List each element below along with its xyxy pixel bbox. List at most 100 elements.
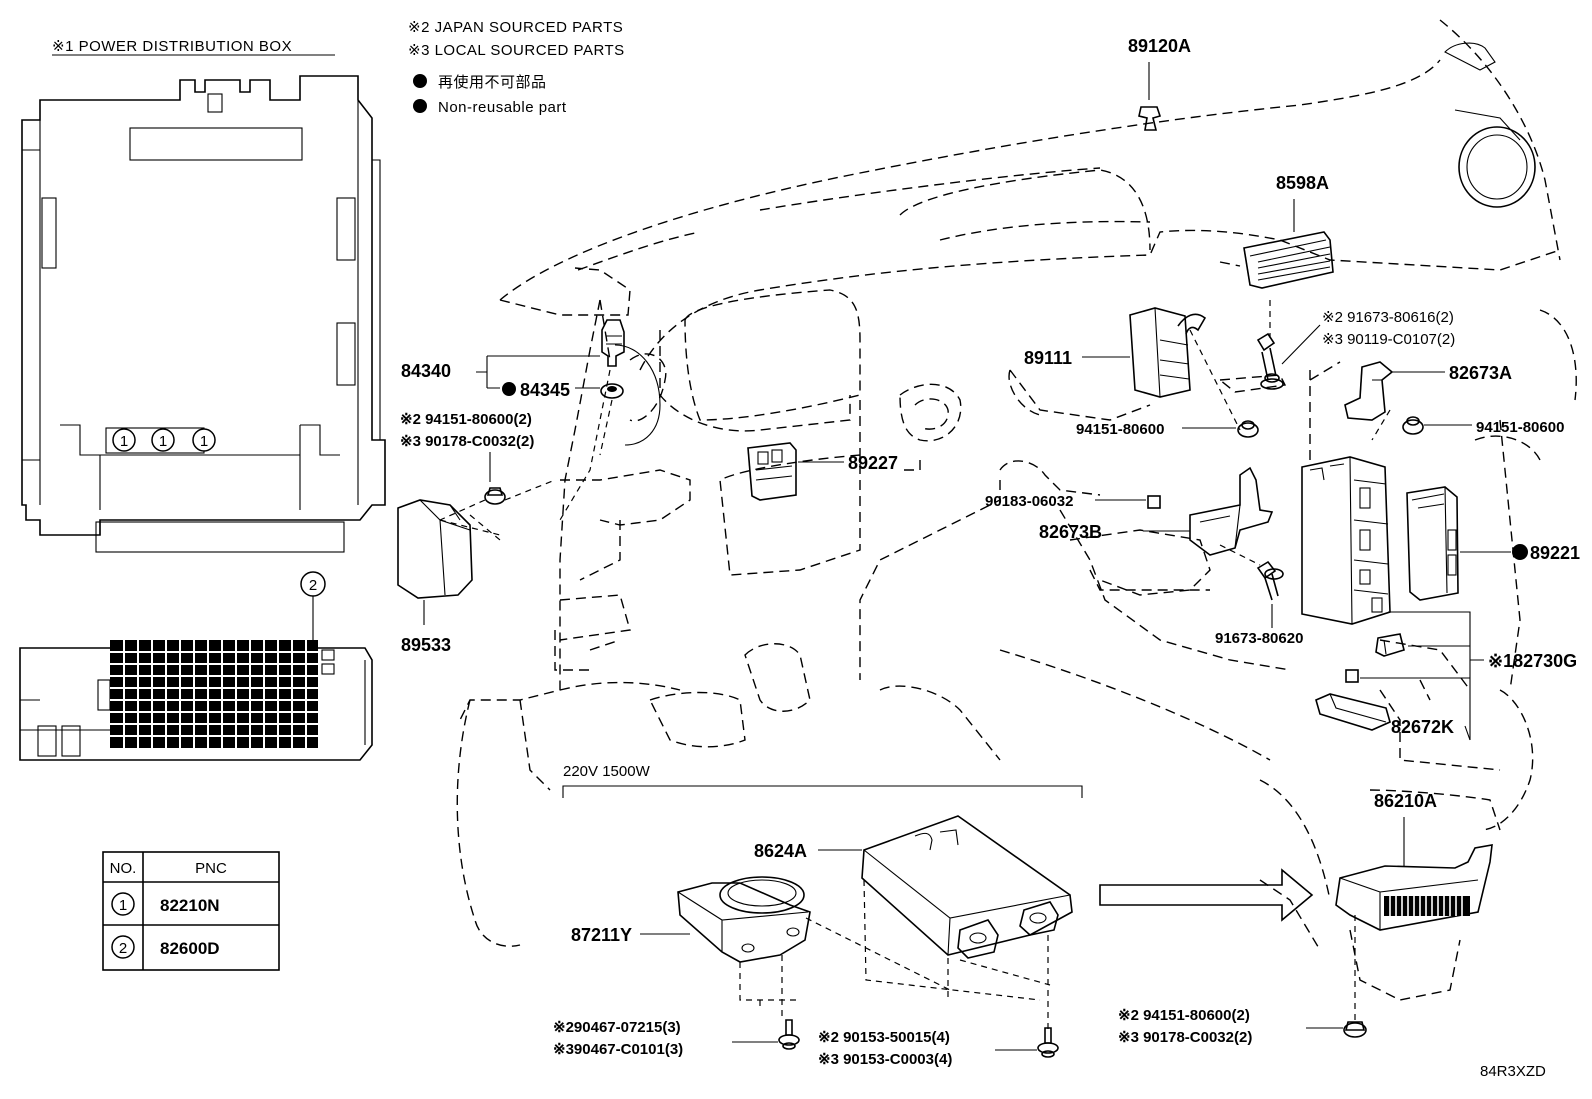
ref-87211-jp: ※290467-07215(3) (553, 1019, 681, 1036)
ref-84345-loc: ※3 90178-C0032(2) (400, 433, 534, 450)
marker-label: 1 (120, 433, 128, 450)
part-label-182730G: ※182730G (1488, 651, 1577, 671)
nonreusable-note-jp: 再使用不可部品 (438, 74, 547, 91)
power-distribution-box-top-view (21, 75, 386, 553)
relay-182730G-icon (1375, 633, 1405, 657)
power-box-note: ※1 POWER DISTRIBUTION BOX (52, 38, 292, 55)
part-label-8598A: 8598A (1276, 173, 1329, 193)
ref-94151-80600-a: 94151-80600 (1076, 421, 1164, 438)
part-8624A-inverter (861, 815, 1073, 959)
ref-90183-06032: 90183-06032 (985, 493, 1073, 510)
screw-91673-80620-icon (1256, 560, 1284, 601)
clip-90183-06032-icon (1147, 495, 1161, 509)
leader-line (1281, 324, 1321, 365)
ref-84345-jp: ※2 94151-80600(2) (400, 411, 532, 428)
inverter-spec-label: 220V 1500W (563, 763, 651, 780)
nut-94151-80600-icon (1343, 1021, 1367, 1038)
table-row-pnc: 82210N (160, 896, 220, 915)
part-89111-module (1129, 307, 1207, 398)
table-row-no: 1 (119, 897, 127, 914)
bolt-90153-icon (1037, 1027, 1059, 1058)
part-label-8624A: 8624A (754, 841, 807, 861)
leader-line (476, 355, 600, 388)
nonreusable-dot-icon (502, 382, 516, 396)
ref-91673-80620: 91673-80620 (1215, 630, 1303, 647)
part-89533-module (397, 499, 473, 599)
air-vent-left (614, 344, 661, 446)
part-label-89227: 89227 (848, 453, 898, 473)
part-89120A-clip (1138, 106, 1162, 131)
table-row-no: 2 (119, 940, 127, 957)
local-sourced-note: ※3 LOCAL SOURCED PARTS (408, 42, 625, 59)
nut-94151-80600-icon (1402, 416, 1424, 435)
part-84345-nut (600, 383, 624, 399)
nut-94151-80600-icon (484, 487, 506, 505)
part-84340-switch (601, 319, 625, 367)
part-label-86210A: 86210A (1374, 791, 1437, 811)
ref-90119-C0107: ※3 90119-C0107(2) (1322, 331, 1455, 348)
dashed-guide (599, 399, 613, 456)
drawing-code: 84R3XZD (1480, 1063, 1546, 1080)
ref-8624-loc: ※3 90153-C0003(4) (818, 1051, 952, 1068)
dashed-guide (1219, 544, 1261, 566)
part-label-82673A: 82673A (1449, 363, 1512, 383)
table-header-pnc: PNC (195, 860, 227, 877)
part-label-82672K: 82672K (1391, 717, 1454, 737)
ref-8624-jp: ※2 90153-50015(4) (818, 1029, 950, 1046)
marker-circle (192, 428, 216, 452)
instrument-panel-outline (456, 19, 1577, 1001)
part-label-87211Y: 87211Y (571, 925, 632, 945)
table-row-no-circle (111, 892, 135, 916)
screw-91673-80616-icon (1256, 332, 1284, 390)
dashed-guide (559, 369, 611, 521)
part-label-89111: 89111 (1024, 348, 1072, 368)
part-82673B-bracket (1189, 466, 1274, 556)
nonreusable-dot-icon (413, 74, 427, 88)
marker-label: 1 (200, 433, 208, 450)
japan-sourced-note: ※2 JAPAN SOURCED PARTS (408, 19, 623, 36)
ref-94151-80600-b: 94151-80600 (1476, 419, 1564, 436)
leader-line (1360, 611, 1484, 740)
marker-circle (112, 428, 136, 452)
dashed-guide (1371, 409, 1391, 441)
ref-86210-loc: ※3 90178-C0032(2) (1118, 1029, 1252, 1046)
dashed-guide (1189, 329, 1241, 431)
main-ecu-body (1301, 456, 1391, 625)
arrow-right-icon (1099, 868, 1314, 922)
nonreusable-note-en: Non-reusable part (438, 99, 567, 116)
group-bracket (562, 785, 1083, 798)
part-label-82673B: 82673B (1039, 522, 1102, 542)
marker-label: 2 (309, 577, 317, 594)
nonreusable-dot-icon (413, 99, 427, 113)
dashed-guide (439, 479, 556, 541)
part-label-89221: 89221 (1530, 543, 1580, 563)
part-label-84340: 84340 (401, 361, 451, 381)
table-row-no-circle (111, 935, 135, 959)
nonreusable-dot-icon (1512, 544, 1528, 560)
marker-circle (151, 428, 175, 452)
part-label-89533: 89533 (401, 635, 451, 655)
part-89221-module (1406, 486, 1459, 601)
table-row-pnc: 82600D (160, 939, 220, 958)
ref-87211-loc: ※390467-C0101(3) (553, 1041, 683, 1058)
bolt-90467-icon (778, 1019, 800, 1050)
table-header-no: NO. (110, 860, 137, 877)
ref-91673-80616: ※2 91673-80616(2) (1322, 309, 1454, 326)
part-82672K-cover (1315, 693, 1391, 731)
nut-94151-80600-icon (1237, 420, 1259, 438)
power-distribution-box-side-view (19, 640, 373, 761)
marker-label: 1 (159, 433, 167, 450)
part-82673A-bracket (1344, 361, 1394, 421)
part-89227-module (747, 442, 797, 501)
leader-line (1464, 725, 1471, 741)
part-label-89120A: 89120A (1128, 36, 1191, 56)
air-vent-right (1444, 42, 1536, 208)
part-86210A-module (1335, 844, 1493, 931)
part-87211Y-bracket (677, 876, 811, 963)
ref-86210-jp: ※2 94151-80600(2) (1118, 1007, 1250, 1024)
part-8598A-unit (1243, 231, 1334, 289)
part-label-84345: 84345 (520, 380, 570, 400)
dashed-guides-inverter (739, 879, 1051, 1030)
relay-182730G-icon (1345, 669, 1359, 683)
